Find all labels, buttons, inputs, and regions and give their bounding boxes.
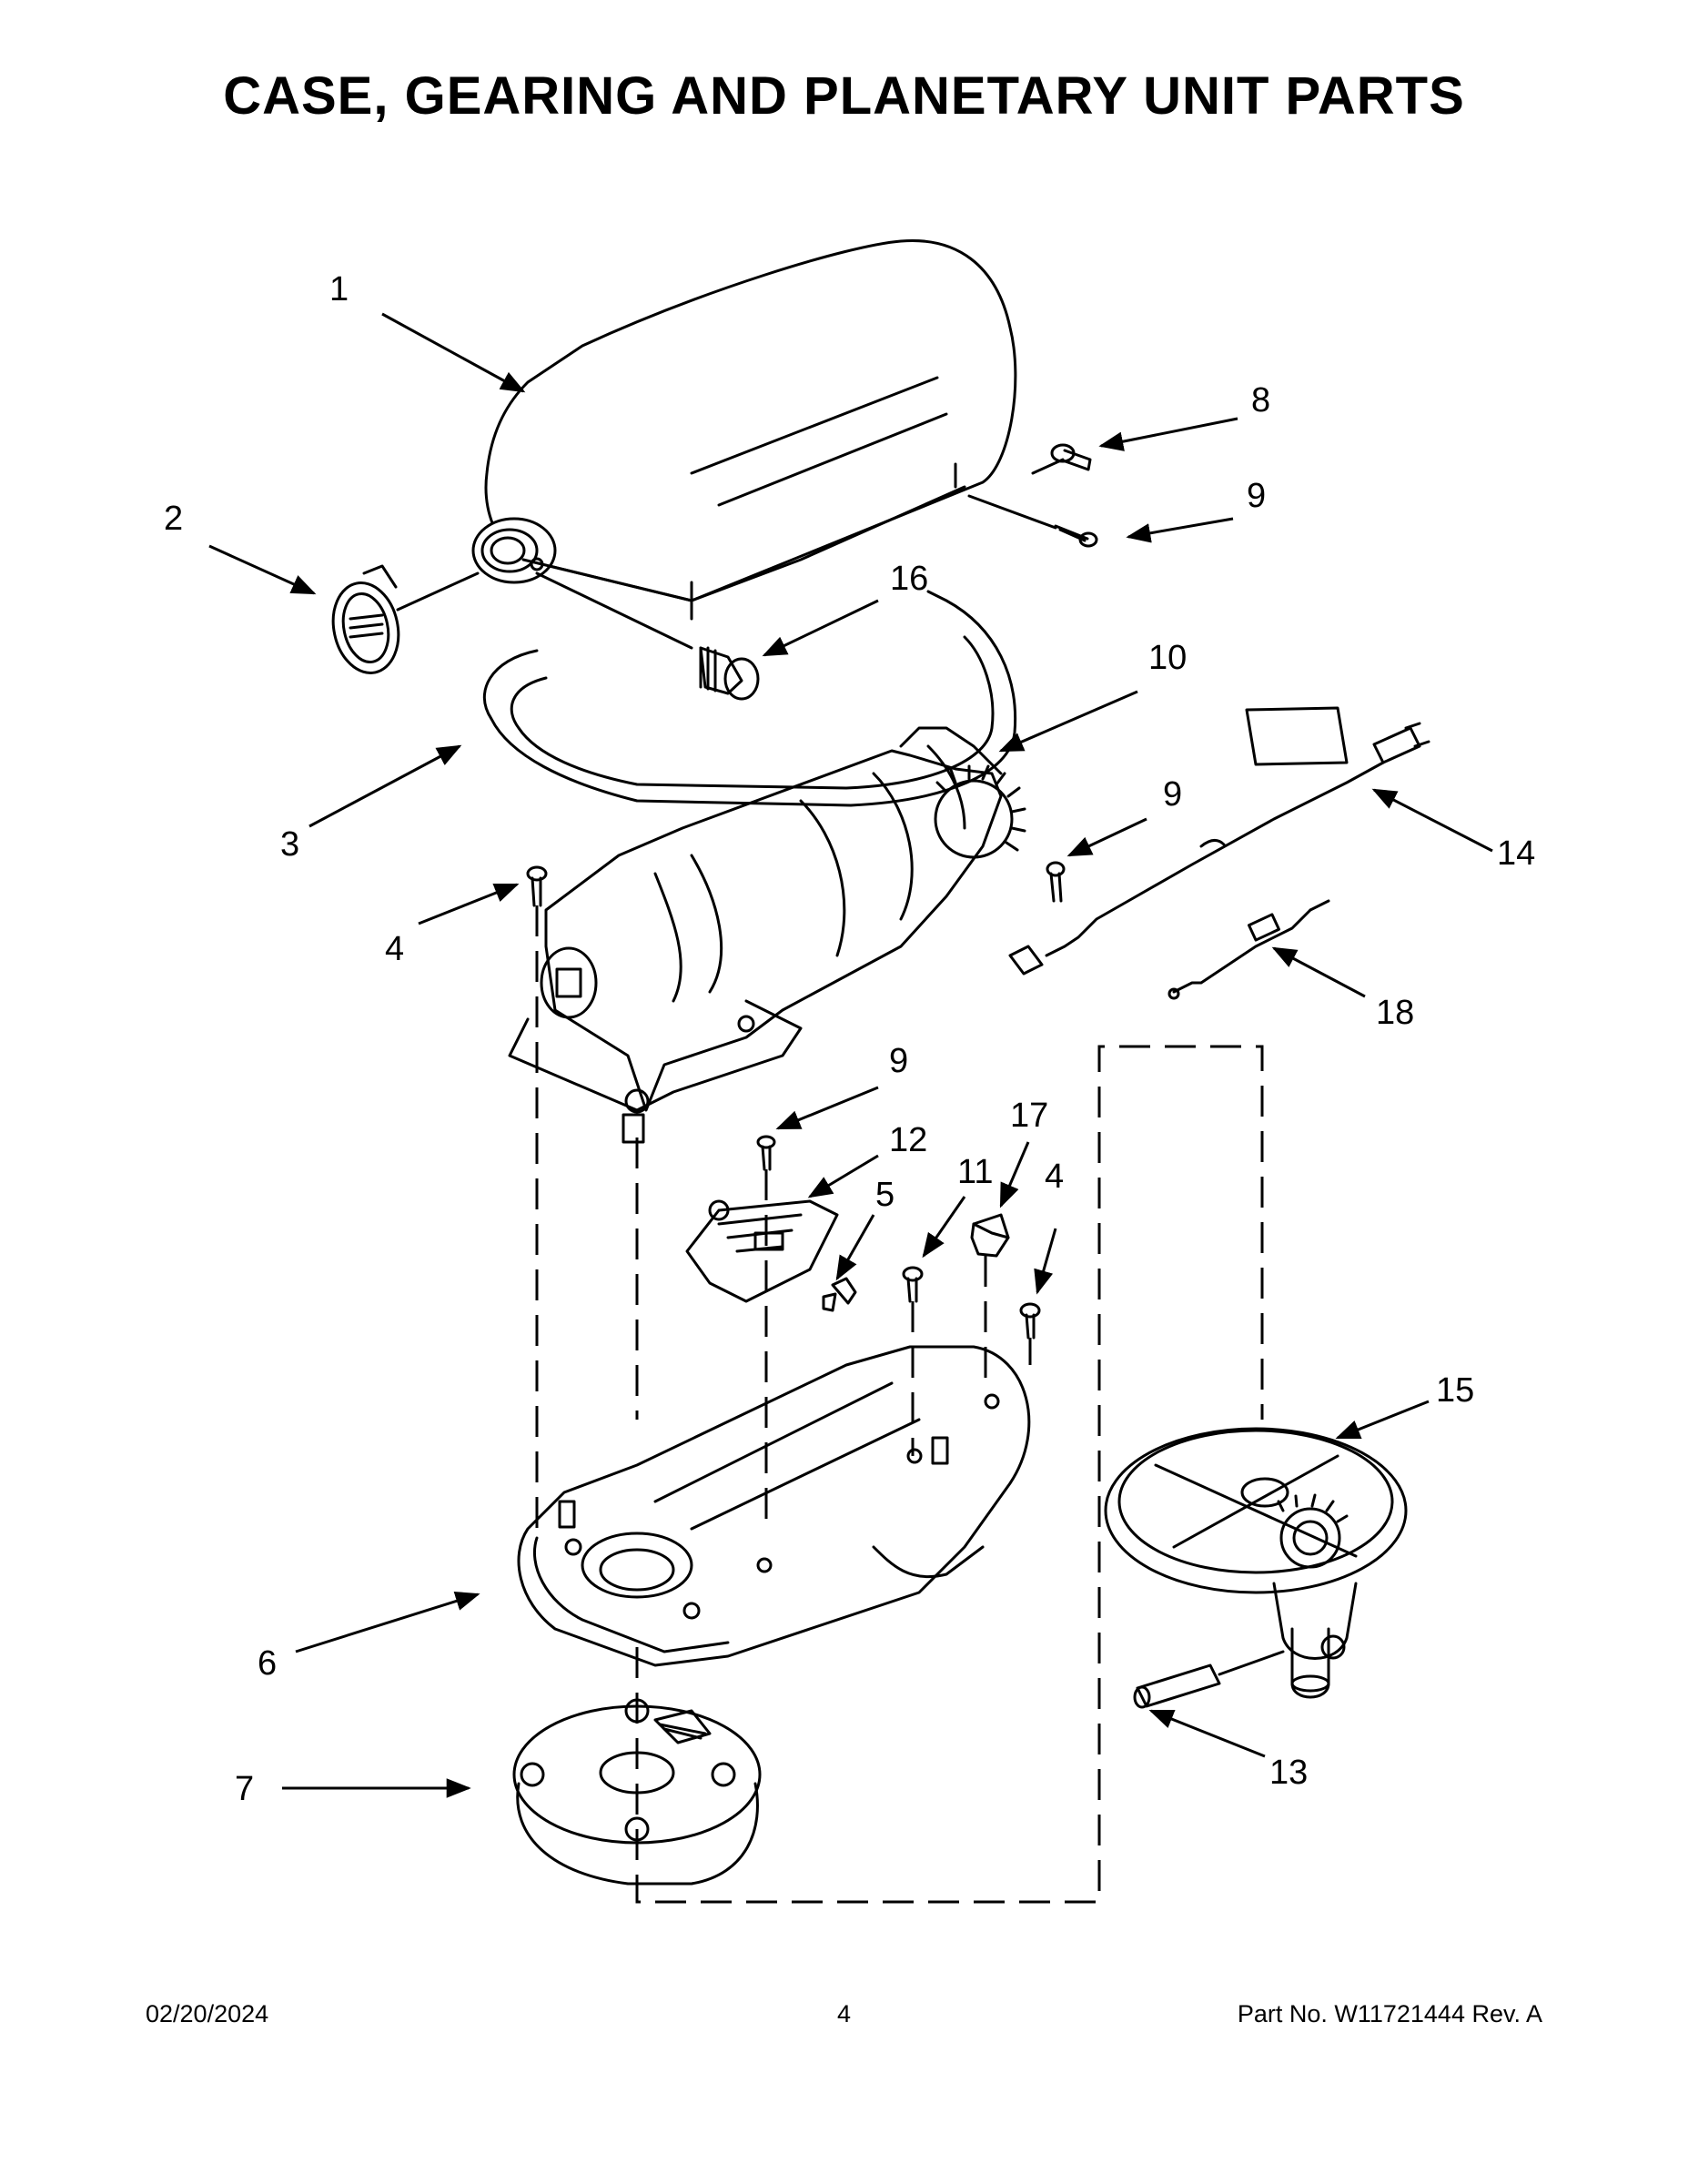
callout-10: 10 xyxy=(1148,639,1187,677)
callout-labels: 1 2 3 4 4 5 6 7 8 9 9 9 10 11 12 13 14 1… xyxy=(164,270,1535,1808)
callout-4: 4 xyxy=(1045,1158,1064,1196)
motor-assembly xyxy=(508,726,1026,1144)
callout-16: 16 xyxy=(890,560,928,598)
trim-band xyxy=(482,590,1017,807)
callout-4: 4 xyxy=(385,930,404,968)
screw xyxy=(902,1266,924,1303)
screw xyxy=(526,865,548,907)
screw xyxy=(1046,861,1066,903)
callout-9: 9 xyxy=(1247,477,1266,515)
control-board xyxy=(685,1199,839,1303)
callout-13: 13 xyxy=(1269,1754,1308,1792)
callout-17: 17 xyxy=(1010,1097,1048,1135)
callout-8: 8 xyxy=(1251,381,1270,420)
planetary-unit xyxy=(1104,1427,1408,1699)
screw xyxy=(1050,443,1092,471)
gear-case xyxy=(517,1345,1031,1667)
switch xyxy=(822,1277,857,1312)
lever-cap xyxy=(970,1213,1010,1258)
callout-3: 3 xyxy=(280,825,299,864)
power-cord xyxy=(1008,706,1430,976)
alignment-lines xyxy=(535,905,1264,1904)
leader-line xyxy=(1218,1650,1285,1676)
leader-line xyxy=(1031,458,1065,475)
motor-housing-cover xyxy=(471,238,1017,621)
callout-18: 18 xyxy=(1376,994,1414,1032)
screw xyxy=(1054,524,1098,548)
screw xyxy=(756,1135,776,1171)
pin xyxy=(1133,1663,1221,1709)
callout-11: 11 xyxy=(957,1153,993,1191)
callout-12: 12 xyxy=(889,1121,927,1159)
screw xyxy=(1019,1302,1041,1340)
callout-6: 6 xyxy=(258,1644,277,1683)
leader-line xyxy=(535,571,693,650)
footer-date: 02/20/2024 xyxy=(146,2000,269,2027)
callout-9: 9 xyxy=(889,1042,908,1080)
callout-1: 1 xyxy=(329,270,349,308)
callout-14: 14 xyxy=(1497,834,1535,873)
callout-7: 7 xyxy=(235,1770,254,1808)
page-title: CASE, GEARING AND PLANETARY UNIT PARTS xyxy=(223,66,1465,126)
callout-2: 2 xyxy=(164,500,183,538)
callout-arrows xyxy=(208,312,1493,1798)
footer-page-number: 4 xyxy=(836,2000,852,2027)
callout-15: 15 xyxy=(1436,1371,1474,1410)
wire-harness xyxy=(1167,899,1330,1000)
callout-9: 9 xyxy=(1163,775,1182,814)
leader-line xyxy=(396,571,480,612)
footer-part-number: Part No. W11721444 Rev. A xyxy=(1237,2000,1542,2027)
attachment-hub-cover xyxy=(331,564,400,674)
hub-knob xyxy=(699,646,760,701)
leader-line xyxy=(967,494,1057,530)
callout-5: 5 xyxy=(875,1176,895,1214)
